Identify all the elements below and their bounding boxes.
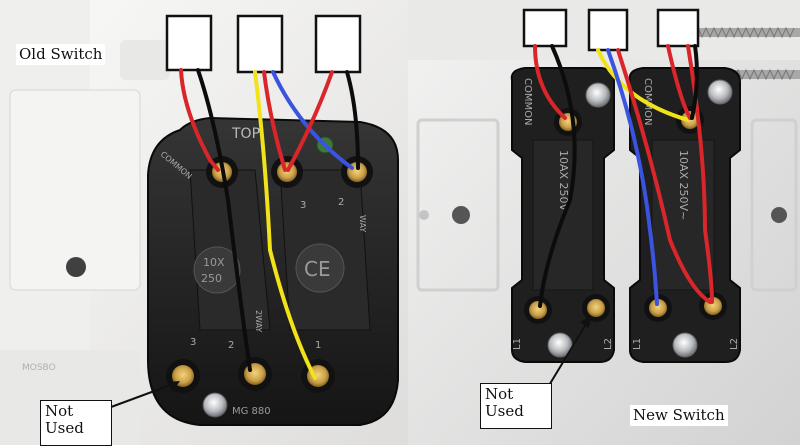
new-wire-red-common-a [533, 44, 567, 120]
rating-b-marking: 10AX 250V~ [677, 150, 690, 220]
new-wire-red-2 [616, 48, 712, 304]
old-wire-black-2 [345, 70, 360, 170]
old-cable-sleeve-2 [236, 14, 284, 74]
l1-a-marking: L1 [512, 338, 523, 350]
new-terminal-l1-b [644, 294, 672, 322]
not-used-arrow-left [102, 382, 177, 411]
new-cable-sleeve-3 [656, 8, 700, 48]
old-wires [179, 68, 360, 380]
not-used-right-line-2: Used [485, 402, 524, 421]
new-switch-label: New Switch [630, 405, 728, 427]
new-cable-sleeve-2 [587, 8, 629, 52]
old-switch-label: Old Switch [16, 44, 106, 66]
rating-v-marking: 250 [201, 272, 222, 285]
way-bottom-marking: 2WAY [254, 310, 263, 332]
old-terminal-2-bottom [238, 357, 272, 391]
new-wires [533, 44, 714, 308]
new-screw-top-right [707, 79, 733, 105]
new-mounting-hole-right [771, 207, 787, 223]
old-cable-sleeve-1 [165, 14, 213, 72]
old-wire-red-common [179, 68, 220, 172]
old-mounting-screw [202, 392, 228, 418]
not-used-label-left: Not Used [40, 400, 112, 446]
new-terminal-l2-a [582, 294, 610, 322]
old-wire-black-1 [196, 68, 252, 372]
old-wire-red-2 [262, 70, 287, 172]
model-marking: MG 880 [232, 406, 271, 417]
not-used-label-right: Not Used [480, 383, 552, 429]
new-wire-black-a [538, 44, 577, 308]
l1-b-marking: L1 [632, 338, 643, 350]
old-terminal-3-top [271, 156, 303, 188]
old-wire-yellow [253, 70, 317, 380]
new-cable-sleeve-1 [522, 8, 568, 48]
not-used-arrow-right [547, 320, 589, 388]
not-used-left-line-2: Used [45, 419, 84, 438]
new-screw-bottom-left [547, 332, 573, 358]
old-wire-blue [271, 70, 354, 170]
svg-text:MOSBO: MOSBO [22, 363, 56, 373]
new-mounting-hole-left [452, 206, 470, 224]
old-cable-sleeve-3 [314, 14, 362, 74]
terminal-1-marking: 1 [315, 340, 321, 351]
new-screw-bottom-right [672, 332, 698, 358]
terminal-2-top-marking: 2 [338, 197, 344, 208]
not-used-left-line-1: Not [45, 402, 74, 420]
ce-marking: CE [304, 257, 331, 281]
l2-a-marking: L2 [603, 338, 614, 350]
old-wire-red-3 [286, 70, 334, 172]
terminal-3-bottom-marking: 3 [190, 337, 196, 348]
rating-marking: 10X [203, 256, 225, 269]
terminal-2-bottom-marking: 2 [228, 340, 234, 351]
common-a-marking: COMMON [522, 78, 533, 125]
terminal-3-top-marking: 3 [300, 200, 306, 211]
top-marking: TOP [231, 126, 260, 142]
new-wire-red-common-b [666, 44, 692, 120]
way-top-marking: WAY [358, 215, 367, 232]
new-terminal-l1-a [524, 296, 552, 324]
not-used-right-line-1: Not [485, 385, 514, 403]
mounting-hole [66, 257, 86, 277]
new-wire-black-b [690, 44, 699, 120]
new-wire-blue [606, 48, 659, 306]
new-screw-top-left [585, 82, 611, 108]
l2-b-marking: L2 [729, 338, 740, 350]
